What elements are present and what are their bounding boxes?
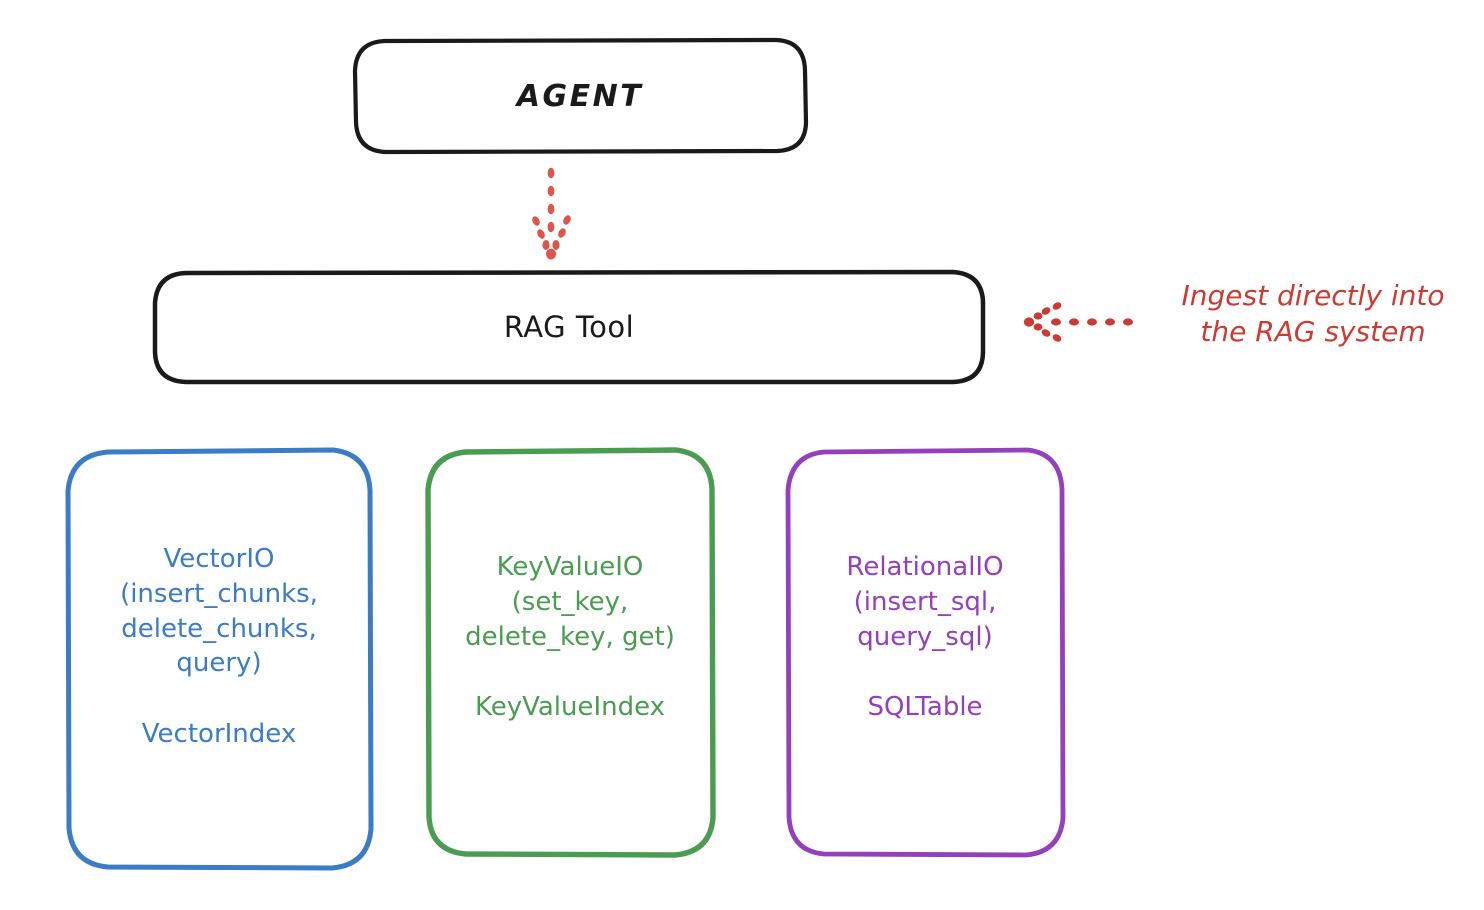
ingest-arrow [1023, 302, 1133, 342]
agent-box-outline [352, 37, 809, 155]
agent-to-rag-arrow [532, 167, 571, 260]
vector-io-box-outline [65, 447, 374, 871]
rag-tool-box-outline [152, 269, 986, 385]
relational-io-box-outline [785, 447, 1066, 858]
key-value-io-box-outline [425, 447, 716, 858]
